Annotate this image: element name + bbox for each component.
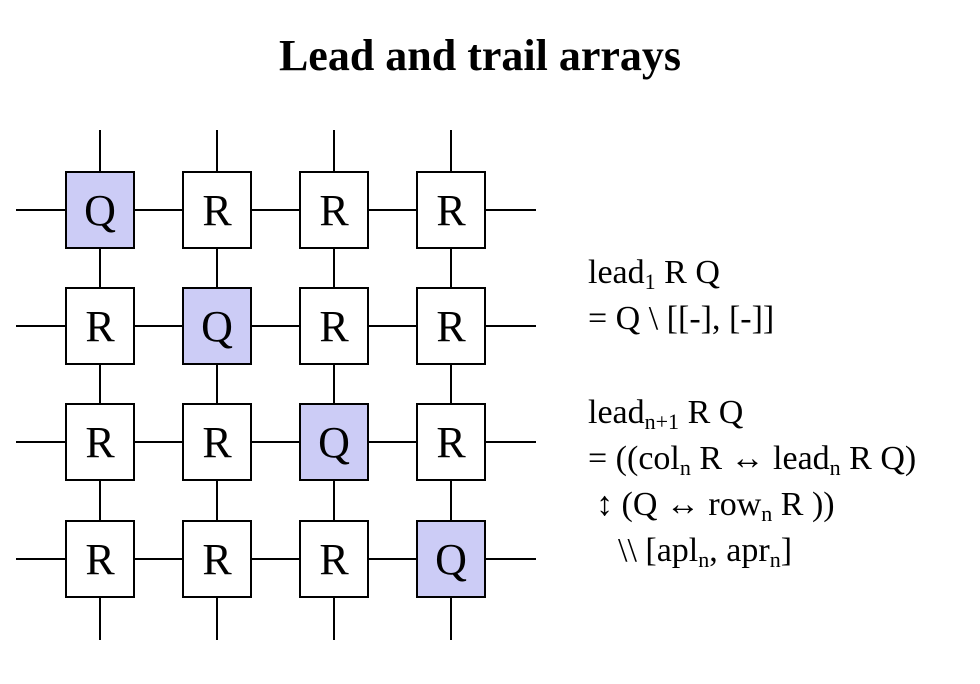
cell-label: R bbox=[436, 418, 466, 467]
cell-label: Q bbox=[435, 535, 467, 584]
cell-box bbox=[416, 287, 486, 365]
grid-cell-r: R bbox=[416, 287, 486, 365]
leadn1-line3: ↕ (Q ↔ rown R )) bbox=[596, 486, 835, 526]
cell-box bbox=[182, 287, 252, 365]
grid-cell-r: R bbox=[182, 403, 252, 481]
grid-cell-r: R bbox=[416, 403, 486, 481]
cell-box bbox=[65, 287, 135, 365]
cell-label: Q bbox=[84, 186, 116, 235]
grid-cell-q: Q bbox=[299, 403, 369, 481]
cell-box bbox=[416, 520, 486, 598]
cell-box bbox=[299, 520, 369, 598]
cell-label: R bbox=[202, 535, 232, 584]
grid-cell-r: R bbox=[182, 520, 252, 598]
grid-cell-r: R bbox=[416, 171, 486, 249]
grid-cell-r: R bbox=[299, 171, 369, 249]
cell-label: R bbox=[202, 186, 232, 235]
grid-cell-q: Q bbox=[182, 287, 252, 365]
cell-label: R bbox=[202, 418, 232, 467]
grid-cell-q: Q bbox=[65, 171, 135, 249]
cell-label: R bbox=[436, 186, 466, 235]
grid-cell-r: R bbox=[65, 287, 135, 365]
grid-cell-q: Q bbox=[416, 520, 486, 598]
grid-cell-r: R bbox=[182, 171, 252, 249]
cell-label: R bbox=[85, 302, 115, 351]
cell-label: Q bbox=[318, 418, 350, 467]
cell-box bbox=[299, 171, 369, 249]
lead1-definition: lead1 R Q = Q \ [[-], [-]] bbox=[588, 250, 774, 342]
grid-cell-r: R bbox=[299, 520, 369, 598]
leadn1-lhs: leadn+1 R Q bbox=[588, 394, 744, 434]
cell-box bbox=[182, 403, 252, 481]
cell-label: R bbox=[436, 302, 466, 351]
cell-box bbox=[65, 171, 135, 249]
cell-box bbox=[299, 287, 369, 365]
grid-cell-r: R bbox=[65, 520, 135, 598]
cell-box bbox=[299, 403, 369, 481]
cell-box bbox=[416, 171, 486, 249]
grid-cell-r: R bbox=[299, 287, 369, 365]
cell-box bbox=[416, 403, 486, 481]
cell-label: R bbox=[85, 535, 115, 584]
leadn1-definition: leadn+1 R Q = ((coln R ↔ leadn R Q) ↕ (Q… bbox=[588, 390, 916, 574]
updown-arrow-icon: ↕ bbox=[596, 486, 613, 523]
lead1-rhs: = Q \ [[-], [-]] bbox=[588, 300, 775, 337]
cell-box bbox=[65, 403, 135, 481]
leadn1-line4: \\ [apln, aprn] bbox=[618, 532, 793, 572]
cell-label: R bbox=[319, 535, 349, 584]
lead1-lhs: lead1 R Q bbox=[588, 254, 720, 294]
cell-label: Q bbox=[201, 302, 233, 351]
systolic-array-diagram: Q R R R R Q R R R R Q R R R R Q bbox=[16, 130, 536, 640]
leadn1-line2: = ((coln R ↔ leadn R Q) bbox=[588, 440, 917, 480]
cell-label: R bbox=[319, 186, 349, 235]
page-title: Lead and trail arrays bbox=[278, 31, 682, 80]
cell-box bbox=[182, 171, 252, 249]
grid-cell-r: R bbox=[65, 403, 135, 481]
cell-box bbox=[65, 520, 135, 598]
cell-label: R bbox=[319, 302, 349, 351]
cell-box bbox=[182, 520, 252, 598]
cell-label: R bbox=[85, 418, 115, 467]
